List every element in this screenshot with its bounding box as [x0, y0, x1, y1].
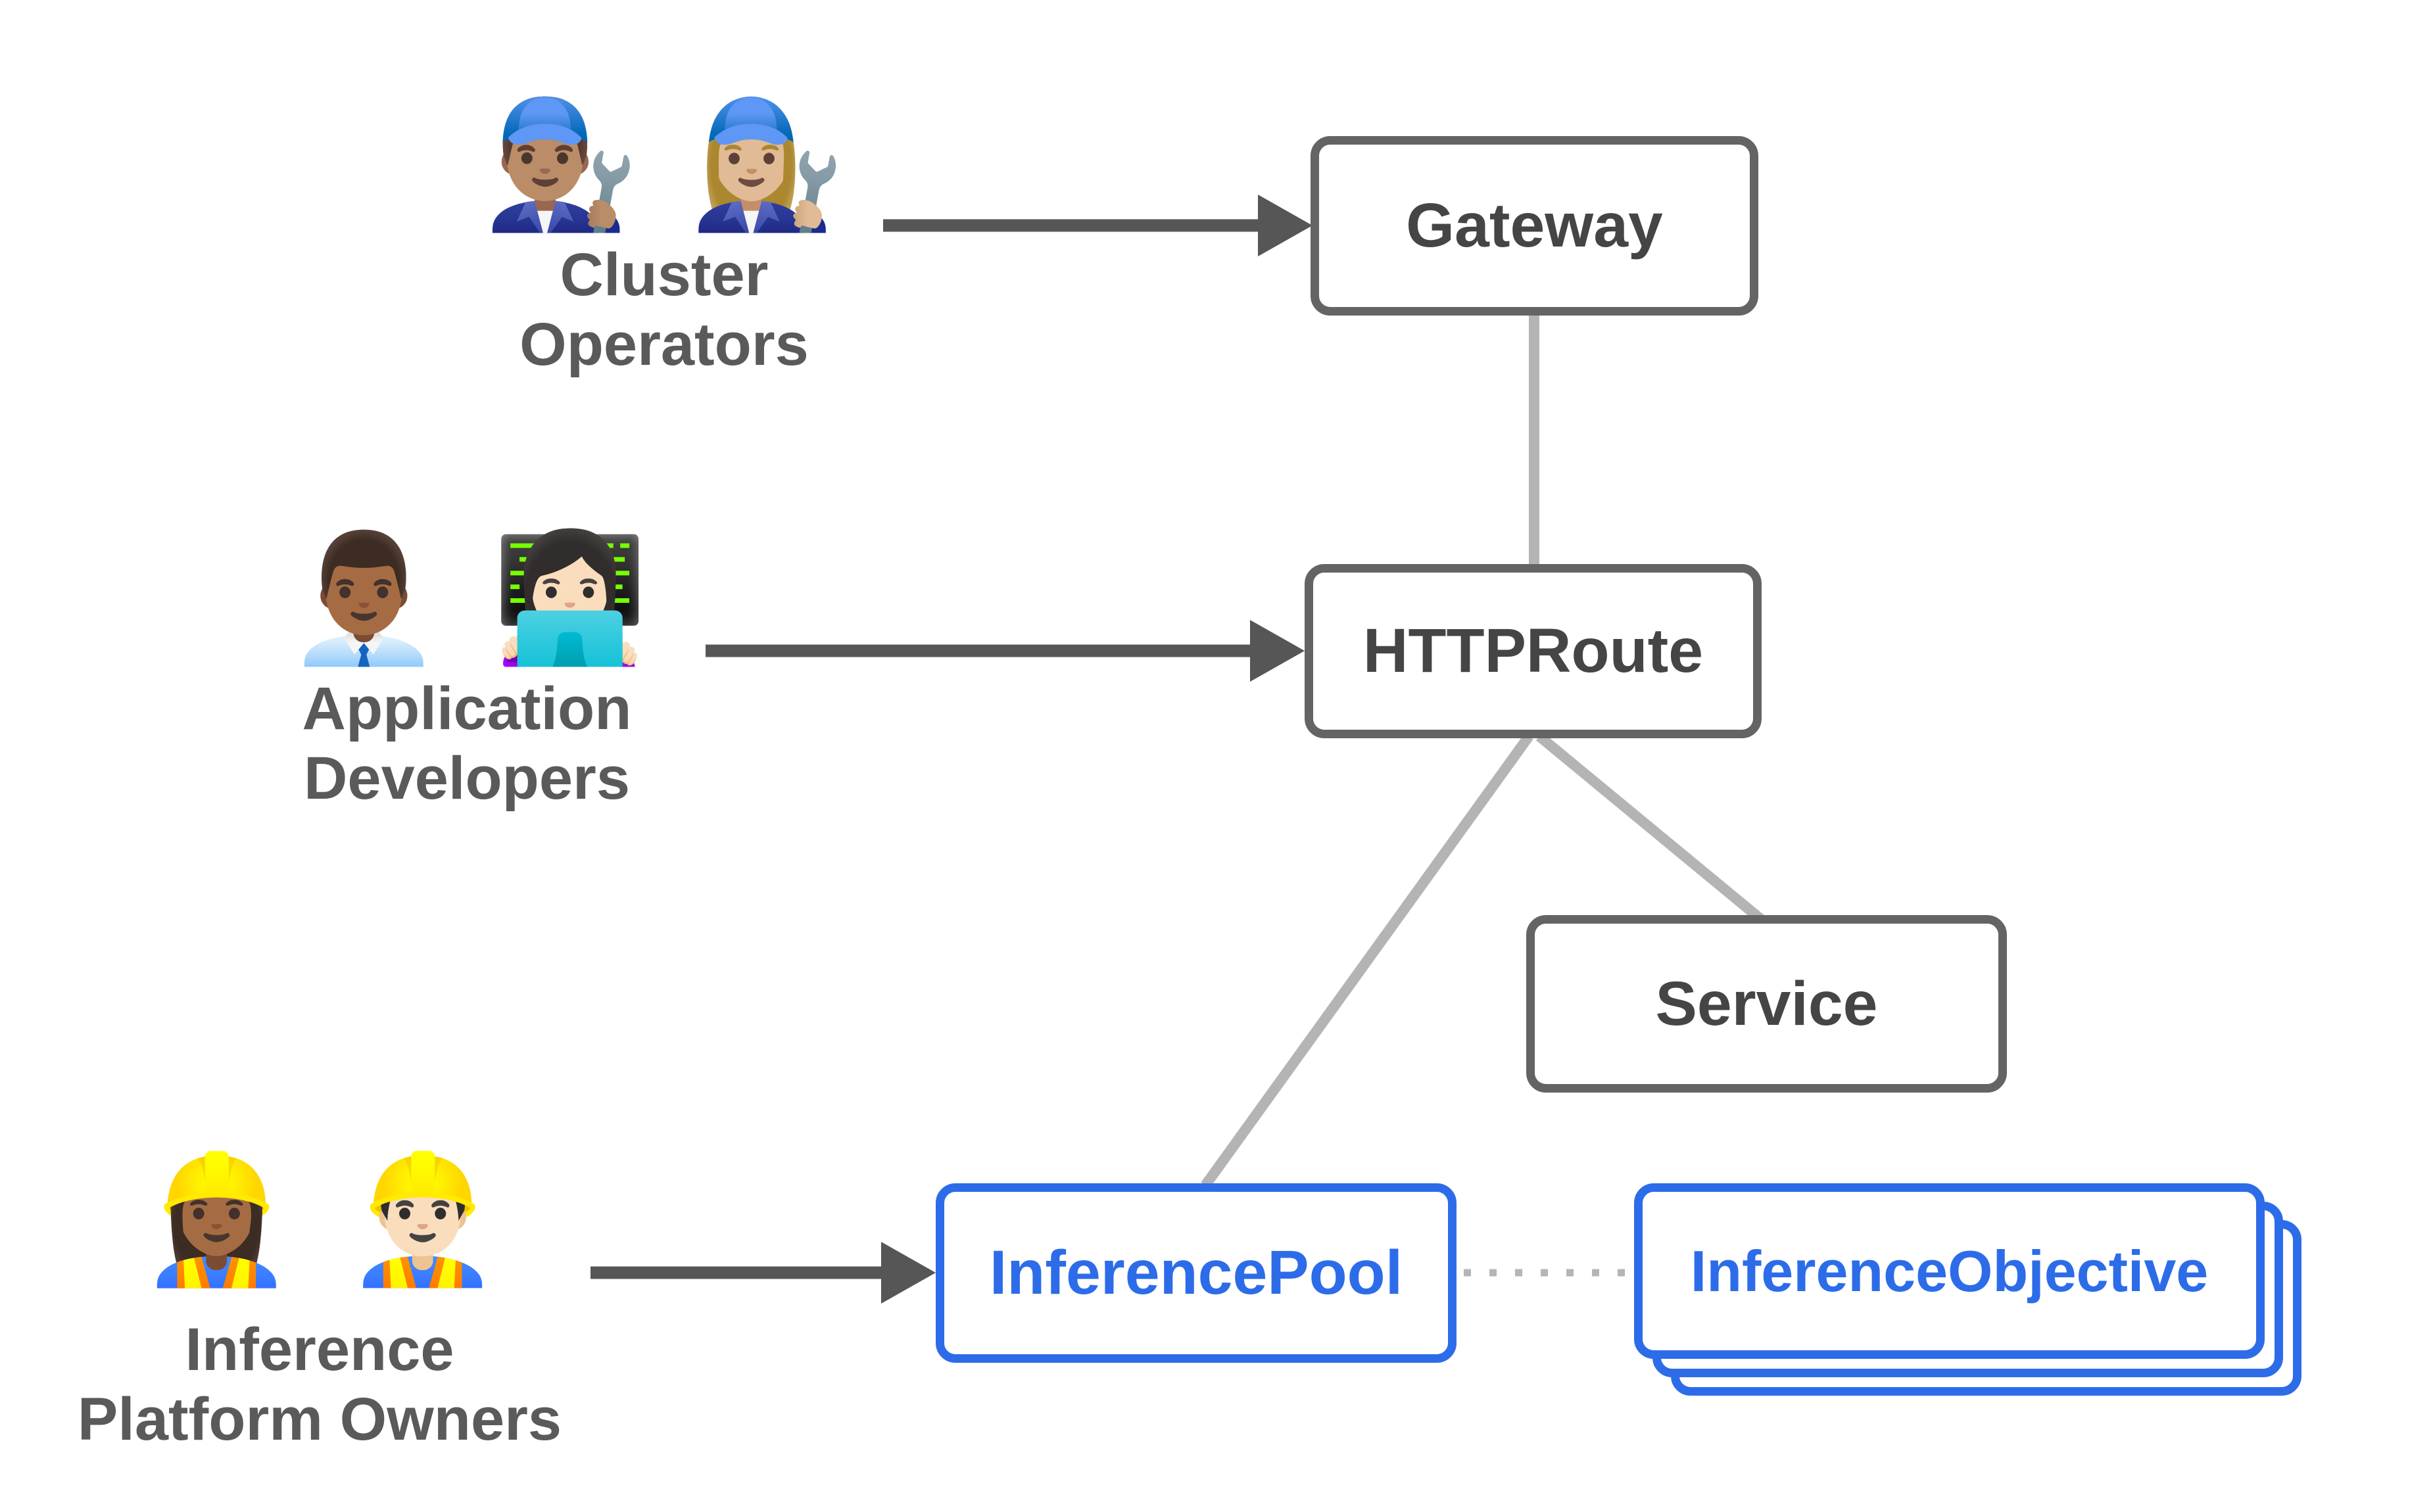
gateway-node: Gateway — [1311, 136, 1758, 316]
application-developers-emoji-row: 👨🏾‍💼 👩🏻‍💻 — [138, 529, 796, 667]
cluster-operators-label-line1: Cluster — [560, 241, 769, 308]
service-node: Service — [1526, 915, 2007, 1093]
service-label: Service — [1655, 968, 1878, 1039]
edge-cluster-operators-gateway-arrowhead — [1258, 195, 1313, 256]
application-developers-label-line2: Developers — [303, 745, 631, 812]
inference-platform-owners-label-line2: Platform Owners — [77, 1386, 562, 1453]
inferencepool-label: InferencePool — [989, 1238, 1403, 1308]
inferencepool-node: InferencePool — [936, 1183, 1457, 1363]
persona-inference-platform-owners: 👷🏾‍♀️ 👷🏻‍♂️ Inference Platform Owners — [0, 1150, 648, 1454]
httproute-node: HTTPRoute — [1305, 564, 1762, 738]
gateway-label: Gateway — [1406, 191, 1663, 260]
inferenceobjective-node-stack: InferenceObjective — [1634, 1183, 2301, 1396]
man-construction-worker-emoji: 👷🏻‍♂️ — [345, 1150, 500, 1289]
httproute-label: HTTPRoute — [1362, 616, 1704, 686]
inference-platform-owners-label-line1: Inference — [185, 1316, 454, 1383]
inferenceobjective-label: InferenceObjective — [1690, 1238, 2209, 1304]
woman-technologist-emoji: 👩🏻‍💻 — [492, 529, 648, 668]
edge-inference-platform-owners-inferencepool-arrowhead — [881, 1242, 936, 1304]
inferenceobjective-node: InferenceObjective — [1634, 1183, 2265, 1359]
application-developers-label: Application Developers — [138, 674, 796, 813]
persona-cluster-operators: 👨🏽‍🔧 👩🏼‍🔧 Cluster Operators — [335, 95, 993, 379]
edge-httproute-inferencepool-line — [1201, 733, 1533, 1189]
cluster-operators-emoji-row: 👨🏽‍🔧 👩🏼‍🔧 — [335, 95, 993, 233]
edge-httproute-service-line — [1535, 732, 1770, 928]
inference-platform-owners-label: Inference Platform Owners — [0, 1315, 648, 1454]
man-mechanic-emoji: 👨🏽‍🔧 — [483, 95, 639, 234]
edge-application-developers-httproute-arrowhead — [1250, 620, 1305, 682]
cluster-operators-label-line2: Operators — [519, 311, 809, 378]
application-developers-label-line1: Application — [302, 675, 632, 742]
persona-application-developers: 👨🏾‍💼 👩🏻‍💻 Application Developers — [138, 529, 796, 813]
man-office-worker-emoji: 👨🏾‍💼 — [286, 529, 442, 668]
woman-construction-worker-emoji: 👷🏾‍♀️ — [139, 1150, 295, 1289]
inference-platform-owners-emoji-row: 👷🏾‍♀️ 👷🏻‍♂️ — [0, 1150, 648, 1288]
cluster-operators-label: Cluster Operators — [335, 240, 993, 379]
woman-mechanic-emoji: 👩🏼‍🔧 — [689, 95, 845, 234]
